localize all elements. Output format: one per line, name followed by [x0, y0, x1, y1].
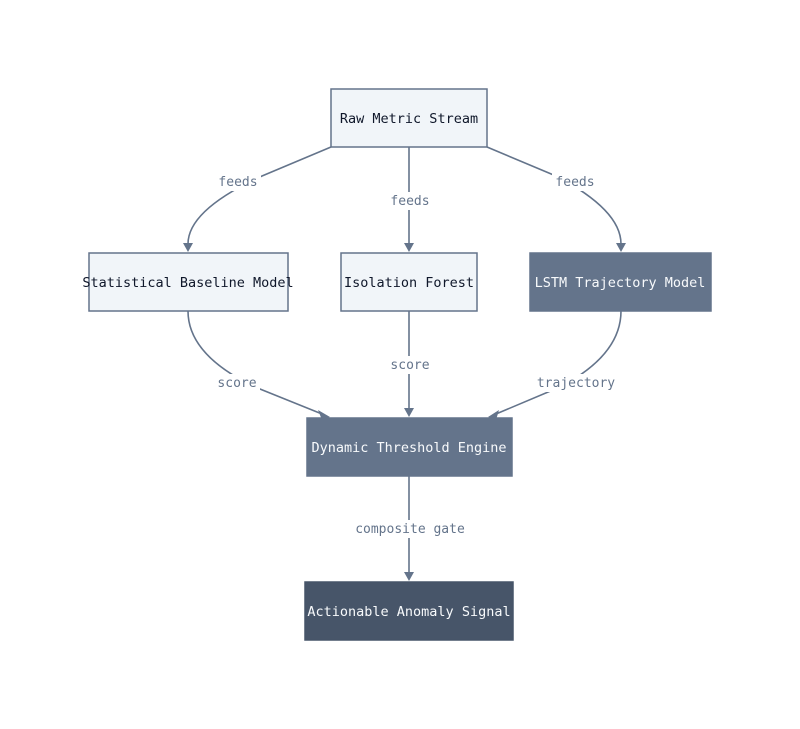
svg-text:feeds: feeds: [218, 175, 257, 190]
edge-label-dte-signal: composite gate: [349, 520, 471, 538]
svg-text:Statistical Baseline Model: Statistical Baseline Model: [82, 275, 293, 291]
svg-text:Raw Metric Stream: Raw Metric Stream: [340, 111, 478, 127]
edge-label-lstm-dte: trajectory: [532, 374, 620, 392]
node-dynamic-threshold-engine[interactable]: Dynamic Threshold Engine: [306, 417, 513, 477]
edge-stat-to-dte: [187, 310, 330, 420]
svg-text:trajectory: trajectory: [537, 376, 615, 391]
svg-text:Dynamic Threshold Engine: Dynamic Threshold Engine: [311, 440, 506, 456]
svg-text:Isolation Forest: Isolation Forest: [344, 275, 474, 291]
svg-text:LSTM Trajectory Model: LSTM Trajectory Model: [535, 275, 706, 291]
edge-label-raw-lstm: feeds: [552, 173, 598, 191]
edge-label-raw-stat: feeds: [215, 173, 261, 191]
svg-text:Actionable Anomaly Signal: Actionable Anomaly Signal: [307, 604, 510, 620]
svg-text:feeds: feeds: [390, 194, 429, 209]
node-isolation-forest[interactable]: Isolation Forest: [340, 252, 478, 312]
edge-raw-to-stat: [183, 146, 332, 252]
svg-text:score: score: [390, 358, 429, 373]
svg-text:composite gate: composite gate: [355, 522, 465, 537]
node-raw-metric-stream[interactable]: Raw Metric Stream: [330, 88, 488, 148]
node-actionable-anomaly-signal[interactable]: Actionable Anomaly Signal: [304, 581, 514, 641]
edge-label-raw-iso: feeds: [387, 192, 433, 210]
edge-raw-to-lstm: [486, 146, 626, 252]
edge-lstm-to-dte: [488, 310, 622, 420]
edge-label-stat-dte: score: [214, 374, 260, 392]
edge-label-iso-dte: score: [387, 356, 433, 374]
node-lstm-trajectory-model[interactable]: LSTM Trajectory Model: [529, 252, 712, 312]
node-statistical-baseline-model[interactable]: Statistical Baseline Model: [82, 252, 294, 312]
svg-text:score: score: [217, 376, 256, 391]
svg-text:feeds: feeds: [555, 175, 594, 190]
